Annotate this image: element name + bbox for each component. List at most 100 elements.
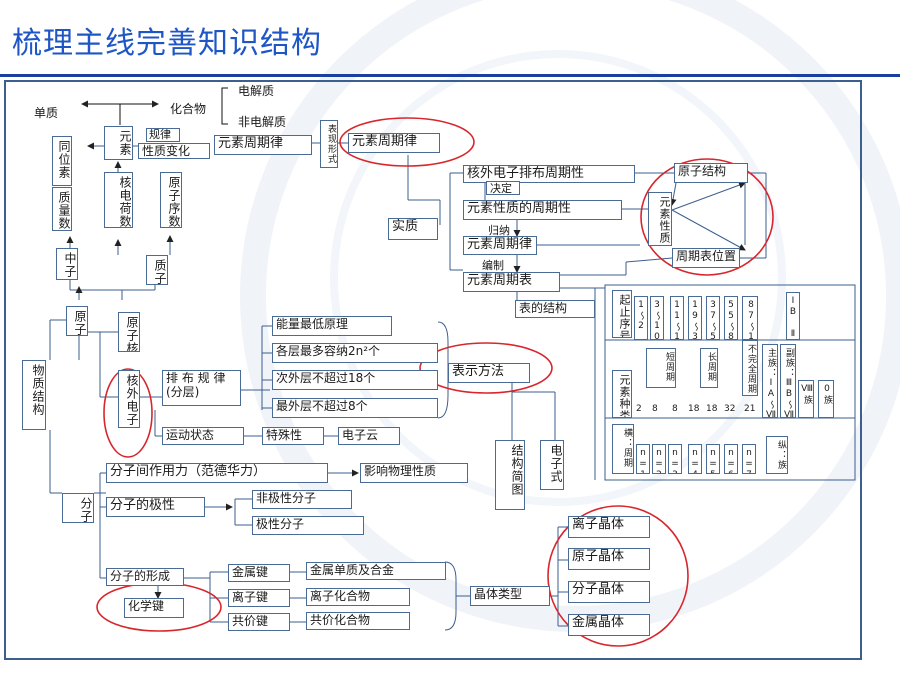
start-order-label: 起止序号: [612, 290, 632, 338]
atomic-structure-box: 原子结构: [674, 163, 748, 183]
rule-second-outer-18: 次外层不超过18个: [272, 370, 438, 390]
n-7: n=7: [742, 444, 756, 474]
arrangement-rules-box: 排 布 规 律 (分层): [162, 370, 241, 406]
ionic-compound-box: 离子化合物: [306, 588, 410, 606]
electrolyte: 电解质: [238, 84, 275, 98]
title-underline: [0, 74, 900, 77]
rule-label: 规律: [146, 128, 180, 142]
long-period-box: 长周期: [700, 348, 718, 388]
crystal-ionic: 离子晶体: [568, 516, 650, 538]
count-7: 21: [744, 404, 756, 414]
periodic-law-3: 元素周期律: [463, 236, 537, 255]
range-3: 11～18: [670, 296, 684, 340]
metallic-bond-box: 金属键: [228, 564, 290, 582]
watermark-inner-ring: [330, 50, 786, 506]
nuclear-charge-box: 核电荷数: [104, 172, 133, 228]
element-kinds-label: 元素种类: [612, 370, 632, 418]
group-ib-iib: ⅠB ⅡB: [786, 292, 800, 340]
n-6: n=6: [724, 444, 738, 474]
matter-structure-box: 物质结构: [22, 360, 46, 430]
rule-lowest-energy: 能量最低原理: [272, 316, 392, 336]
range-2: 3～10: [650, 296, 664, 340]
electron-box: 核外电子: [118, 370, 140, 428]
table-position-box: 周期表位置: [672, 248, 740, 268]
n-5: n=5: [706, 444, 720, 474]
chemical-bond-box: 化学键: [124, 598, 184, 618]
mass-number-box: 质量数: [52, 187, 72, 231]
electron-formula-box: 电子式: [540, 440, 564, 490]
rule-max-2n2: 各层最多容纳2n²个: [272, 343, 438, 363]
diagram-frame: [4, 80, 862, 660]
special-box: 特殊性: [262, 427, 324, 445]
nonpolar-molecule-box: 非极性分子: [252, 490, 352, 509]
column-group-label: 纵：族: [766, 436, 788, 474]
intermolecular-force-box: 分子间作用力（范德华力）: [106, 463, 328, 483]
n-3: n=3: [668, 444, 682, 474]
count-3: 8: [672, 404, 678, 414]
induce-label: 归纳: [488, 224, 510, 237]
property-change-box: 性质变化: [138, 143, 210, 159]
decide-label: 决定: [486, 181, 520, 195]
atom-box: 原子: [66, 306, 88, 336]
row-period-label: 横：周期: [612, 424, 634, 474]
element-property-box: 元素性质: [648, 192, 672, 246]
molecule-box: 分子: [62, 493, 94, 523]
motion-state-box: 运动状态: [162, 427, 244, 445]
ionic-bond-box: 离子键: [228, 589, 290, 607]
electron-cloud-box: 电子云: [338, 427, 400, 445]
atomic-number-box: 原子序数: [160, 172, 182, 228]
essence-box: 实质: [388, 218, 438, 240]
physical-property-box: 影响物理性质: [360, 463, 468, 483]
expression-box: 表现形式: [320, 120, 338, 168]
compile-label: 编制: [482, 259, 504, 272]
range-5: 37～54: [706, 296, 720, 340]
property-period-box: 元素性质的周期性: [463, 200, 622, 220]
range-4: 19～36: [688, 296, 702, 340]
group0-box: 0族: [818, 380, 834, 418]
crystal-atomic: 原子晶体: [568, 548, 650, 570]
rule-outer-8: 最外层不超过8个: [272, 398, 438, 418]
page-title: 梳理主线完善知识结构: [12, 26, 322, 61]
single-substance: 单质: [34, 106, 59, 120]
incomplete-period-box: 不完全周期: [742, 340, 758, 396]
periodic-table-box: 元素周期表: [463, 272, 560, 292]
n-4: n=4: [688, 444, 702, 474]
n-1: n=1: [636, 444, 650, 474]
electron-arrangement-box: 核外电子排布周期性: [463, 165, 635, 183]
formation-box: 分子的形成: [106, 568, 184, 586]
sub-group-box: 副族：ⅢB～ⅦB、ⅠB ⅡB: [780, 344, 796, 418]
count-5: 18: [706, 404, 718, 414]
neutron-box: 中子: [56, 248, 78, 280]
range-1: 1～2: [634, 296, 648, 340]
element-box: 元素: [104, 126, 133, 160]
structure-diagram-box: 结构简图: [495, 440, 525, 510]
periodic-law-box: 元素周期律: [214, 135, 312, 155]
crystal-metallic: 金属晶体: [568, 614, 650, 636]
count-1: 2: [636, 404, 642, 414]
polarity-box: 分子的极性: [106, 497, 205, 517]
count-4: 18: [688, 404, 700, 414]
crystal-type-box: 晶体类型: [470, 586, 550, 606]
nucleus-box: 原子核: [118, 312, 140, 352]
metal-alloy-box: 金属单质及合金: [306, 562, 446, 580]
range-7: 87～111: [742, 296, 758, 340]
compound: 化合物: [170, 102, 207, 116]
representation-box: 表示方法: [448, 363, 530, 383]
n-2: n=2: [652, 444, 666, 474]
periodic-law-main: 元素周期律: [348, 133, 440, 153]
main-group-box: 主族：ⅠA～ⅦA: [762, 344, 778, 418]
crystal-molecular: 分子晶体: [568, 581, 650, 603]
proton-box: 质子: [146, 255, 168, 285]
short-period-box: 短周期: [646, 348, 676, 388]
range-6: 55～86: [724, 296, 738, 340]
covalent-bond-box: 共价键: [228, 613, 290, 631]
polar-molecule-box: 极性分子: [252, 516, 364, 535]
isotope-box: 同位素: [52, 136, 72, 186]
table-structure-box: 表的结构: [515, 300, 595, 318]
covalent-compound-box: 共价化合物: [306, 612, 410, 630]
group8-box: Ⅷ族: [798, 380, 814, 418]
count-6: 32: [724, 404, 736, 414]
nonelectrolyte: 非电解质: [238, 115, 287, 129]
count-2: 8: [652, 404, 658, 414]
